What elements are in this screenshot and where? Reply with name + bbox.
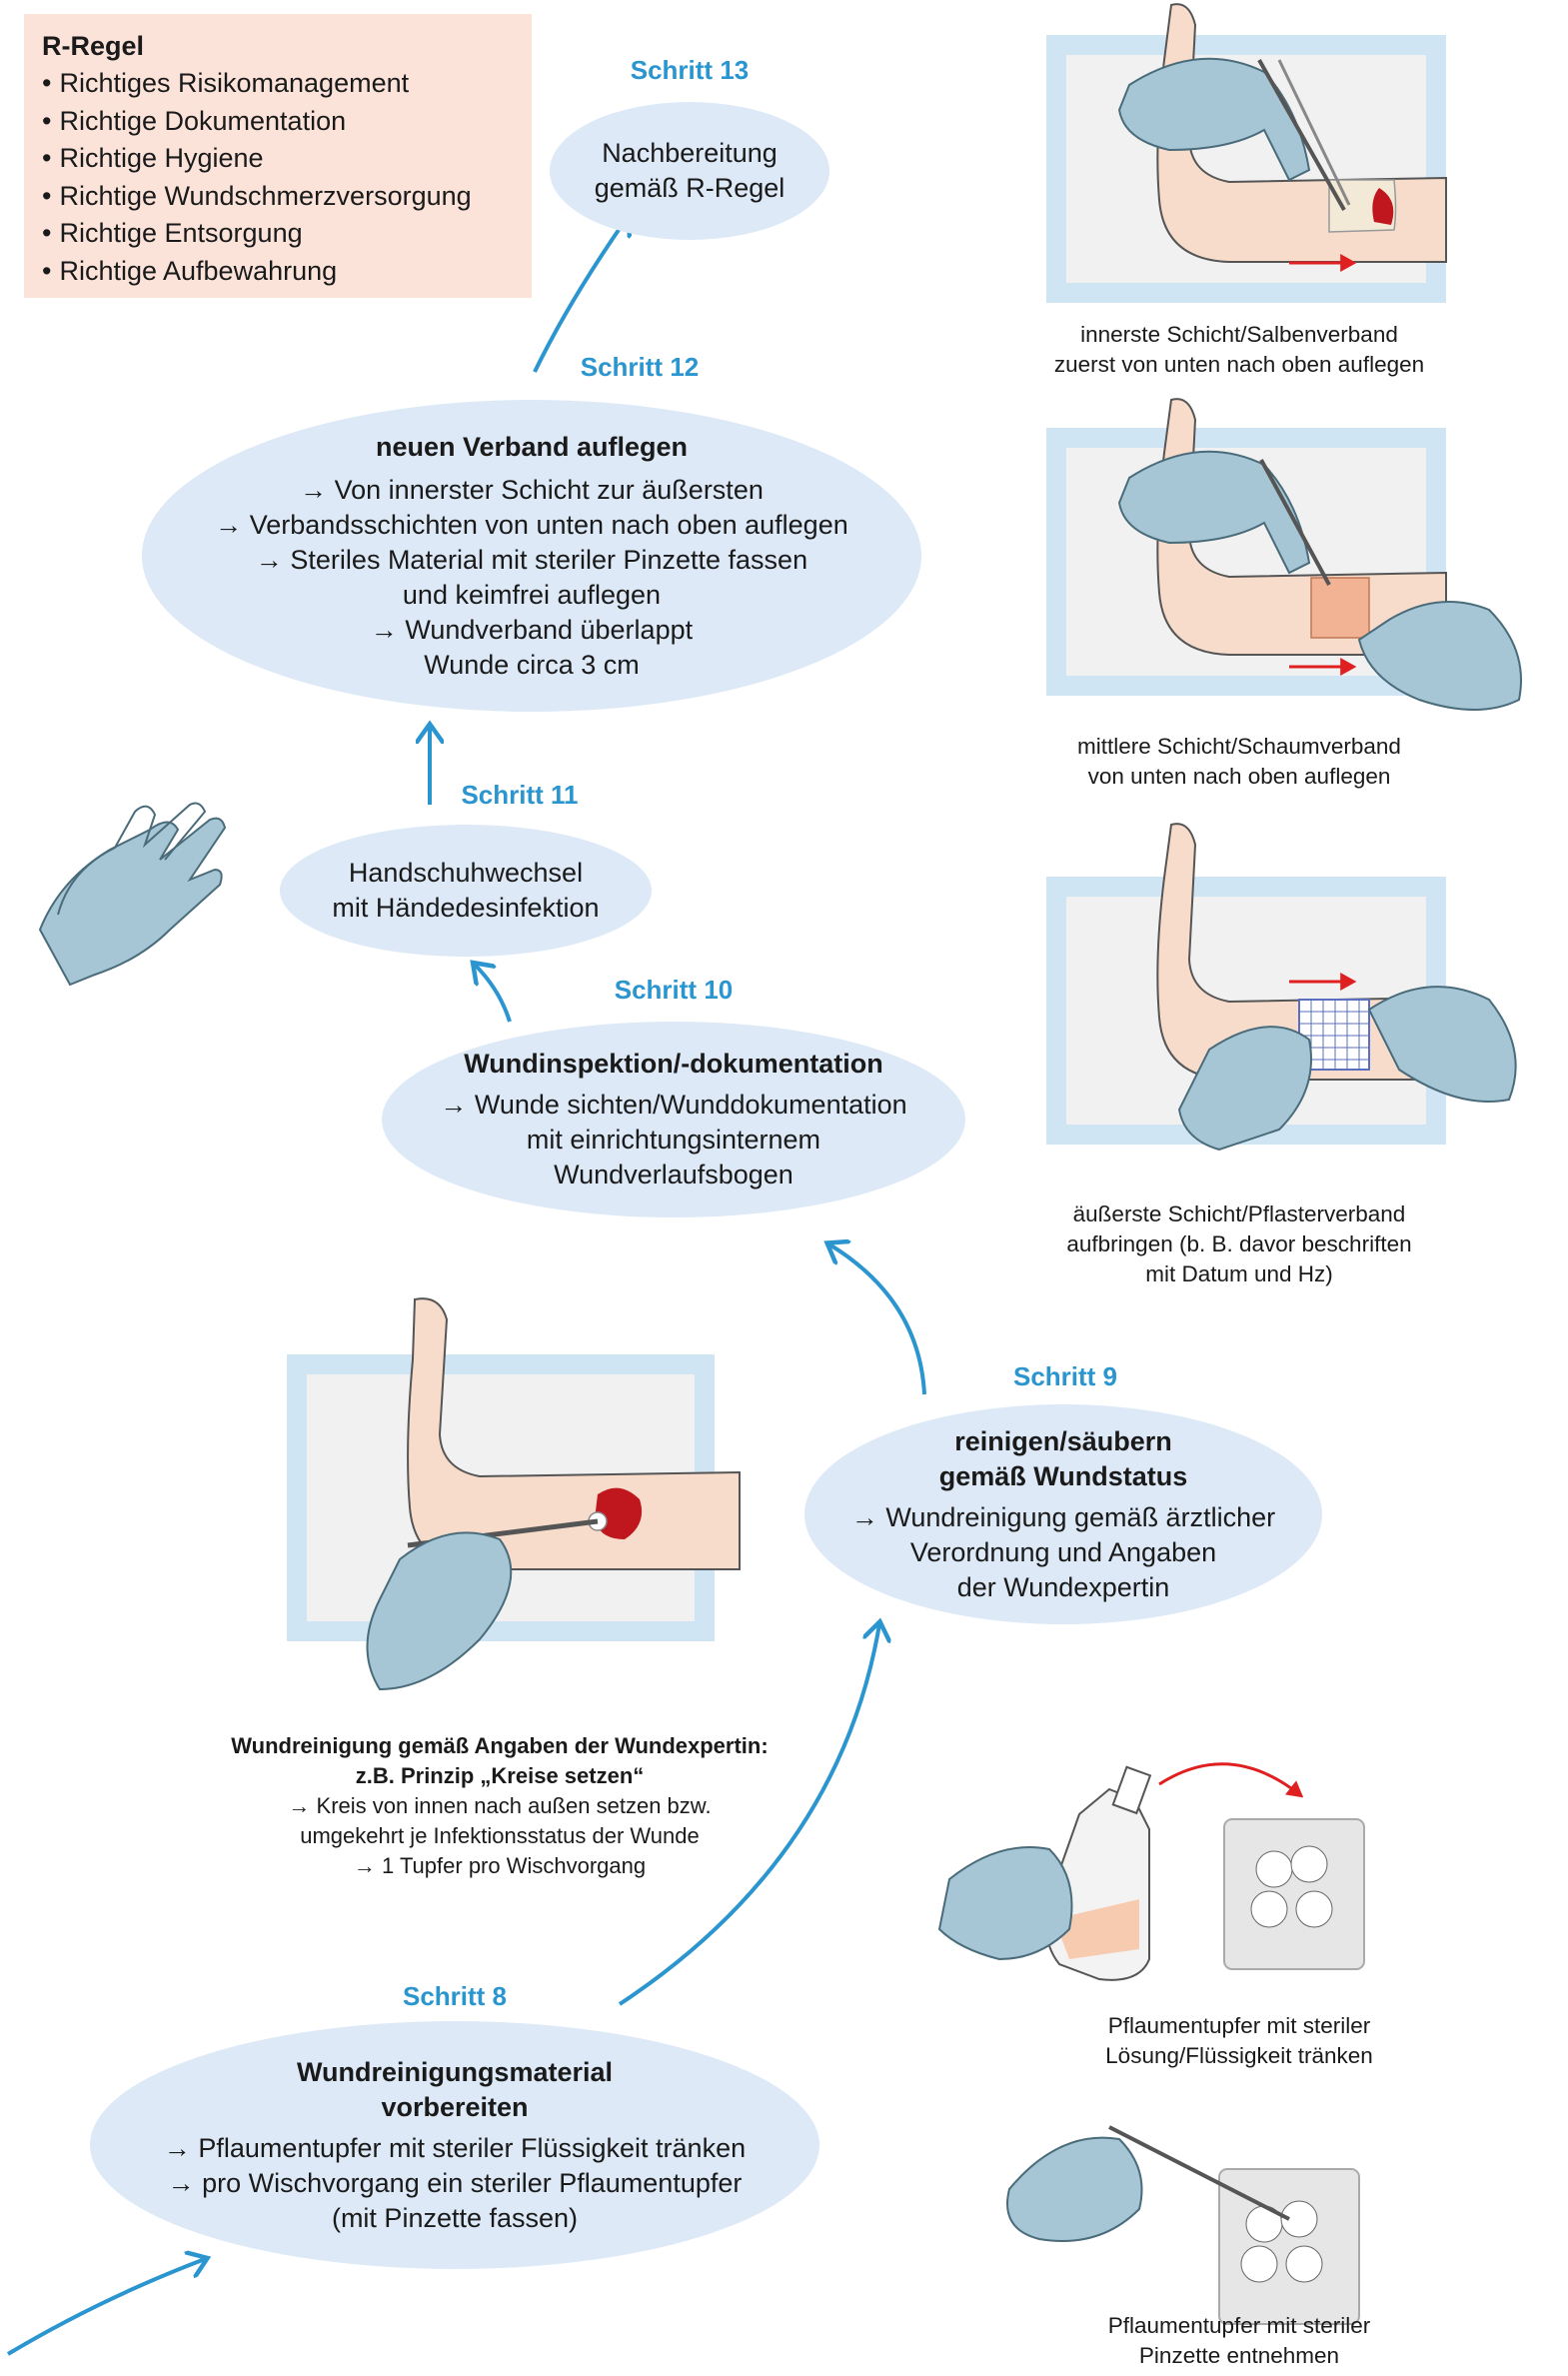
flow-arrow-start xyxy=(6,2259,205,2356)
caption-line: → 1 Tupfer pro Wischvorgang xyxy=(353,1853,647,1878)
caption-take-pad: Pflaumentupfer mit steriler Pinzette ent… xyxy=(999,2311,1479,2371)
step-9-label: Schritt 9 xyxy=(1012,1361,1118,1391)
caption-line: innerste Schicht/Salbenverband xyxy=(1080,322,1398,347)
r-regel-item: Richtige Aufbewahrung xyxy=(42,253,514,291)
step-12-label: Schritt 12 xyxy=(580,352,700,382)
flow-arrow-12-13 xyxy=(533,217,628,373)
step-8-line: → Pflaumentupfer mit steriler Flüssigkei… xyxy=(163,2132,747,2163)
caption-line: Lösung/Flüssigkeit tränken xyxy=(1105,2043,1373,2068)
illustration-soak-pads xyxy=(937,1762,1365,1981)
step-11-label: Schritt 11 xyxy=(461,780,579,810)
caption-line: äußerste Schicht/Pflasterverband xyxy=(1072,1201,1406,1226)
step-12-line: und keimfrei auflegen xyxy=(402,579,662,610)
step-9-ellipse: reinigen/säubern gemäß Wundstatus → Wund… xyxy=(804,1404,1322,1624)
caption-line: umgekehrt je Infektionsstatus der Wunde xyxy=(300,1823,700,1848)
step-12-line: → Wundverband überlappt xyxy=(370,614,694,645)
step-10-ellipse: Wundinspektion/-dokumentation → Wunde si… xyxy=(382,1022,965,1217)
step-10-line: → Wunde sichten/Wunddokumentation xyxy=(440,1090,907,1120)
step-12-ellipse: neuen Verband auflegen → Von innerster S… xyxy=(142,400,921,712)
step-8-title: vorbereiten xyxy=(381,2091,529,2122)
step-12-title: neuen Verband auflegen xyxy=(375,431,689,462)
r-regel-title: R-Regel xyxy=(42,31,145,61)
caption-outer-layer: äußerste Schicht/Pflasterverband aufbrin… xyxy=(999,1199,1479,1289)
caption-line: mittlere Schicht/Schaumverband xyxy=(1077,734,1401,759)
step-13-line: gemäß R-Regel xyxy=(594,173,785,203)
caption-line: Pflaumentupfer mit steriler xyxy=(1107,2013,1371,2038)
r-regel-item: Richtige Dokumentation xyxy=(42,103,514,141)
caption-middle-layer: mittlere Schicht/Schaumverband von unten… xyxy=(999,732,1479,792)
caption-line: Pinzette entnehmen xyxy=(1138,2343,1340,2368)
flow-arrow-8-9 xyxy=(618,1624,879,2006)
step-8-title: Wundreinigungsmaterial xyxy=(296,2056,614,2087)
r-regel-item: Richtige Wundschmerzversorgung xyxy=(42,178,514,216)
step-12-line: Wunde circa 3 cm xyxy=(424,649,640,680)
step-9-line: der Wundexpertin xyxy=(956,1571,1170,1602)
step-12-line: → Von innerster Schicht zur äußersten xyxy=(300,474,764,505)
illustration-wound-cleaning xyxy=(287,1297,741,1691)
caption-line: von unten nach oben auflegen xyxy=(1087,764,1391,789)
illustration-outer-layer xyxy=(1046,823,1517,1152)
step-8-line: → pro Wischvorgang ein steriler Pflaumen… xyxy=(167,2167,743,2198)
flow-arrow-9-10 xyxy=(829,1244,926,1395)
r-regel-box: R-Regel Richtiges Risikomanagement Richt… xyxy=(24,14,532,298)
step-10-line: mit einrichtungsinternem xyxy=(526,1125,821,1155)
step-9-title: reinigen/säubern xyxy=(954,1425,1172,1456)
caption-line-bold: Wundreinigung gemäß Angaben der Wundexpe… xyxy=(231,1733,769,1758)
step-10-label: Schritt 10 xyxy=(614,975,734,1005)
caption-line: mit Datum und Hz) xyxy=(1145,1261,1333,1286)
caption-line-bold: z.B. Prinzip „Kreise setzen“ xyxy=(355,1763,645,1788)
caption-line: → Kreis von innen nach außen setzen bzw. xyxy=(288,1793,712,1818)
step-10-line: Wundverlaufsbogen xyxy=(554,1160,793,1189)
caption-inner-layer: innerste Schicht/Salbenverband zuerst vo… xyxy=(999,320,1479,380)
step-8-line: (mit Pinzette fassen) xyxy=(331,2202,579,2233)
r-regel-list: Richtiges Risikomanagement Richtige Doku… xyxy=(42,65,514,290)
step-12-line: → Verbandsschichten von unten nach oben … xyxy=(215,509,848,540)
r-regel-item: Richtige Hygiene xyxy=(42,140,514,178)
step-11-line: mit Händedesinfektion xyxy=(332,893,600,923)
step-9-line: → Wundreinigung gemäß ärztlicher xyxy=(850,1501,1276,1532)
step-11-ellipse: Handschuhwechsel mit Händedesinfektion xyxy=(280,825,652,957)
r-regel-item: Richtige Entsorgung xyxy=(42,215,514,253)
caption-line: Pflaumentupfer mit steriler xyxy=(1107,2313,1371,2338)
step-13-line: Nachbereitung xyxy=(602,138,778,168)
illustration-take-pad xyxy=(1006,2125,1360,2325)
caption-line: zuerst von unten nach oben auflegen xyxy=(1053,352,1425,377)
step-11-line: Handschuhwechsel xyxy=(348,858,584,888)
step-10-title: Wundinspektion/-dokumentation xyxy=(464,1049,883,1079)
flow-arrow-10-11 xyxy=(475,965,512,1023)
caption-line: aufbringen (b. B. davor beschriften xyxy=(1066,1231,1412,1256)
r-regel-item: Richtiges Risikomanagement xyxy=(42,65,514,103)
illustration-middle-layer xyxy=(1046,398,1522,711)
step-8-ellipse: Wundreinigungsmaterial vorbereiten → Pfl… xyxy=(90,2021,819,2269)
illustration-inner-layer xyxy=(1046,3,1447,303)
step-13-ellipse: Nachbereitung gemäß R-Regel xyxy=(550,102,829,240)
step-9-line: Verordnung und Angaben xyxy=(909,1536,1217,1567)
caption-soak-pads: Pflaumentupfer mit steriler Lösung/Flüss… xyxy=(999,2011,1479,2071)
step-13-label: Schritt 13 xyxy=(630,55,750,85)
caption-wound-cleaning: Wundreinigung gemäß Angaben der Wundexpe… xyxy=(130,1731,869,1881)
step-9-title: gemäß Wundstatus xyxy=(938,1460,1188,1491)
step-8-label: Schritt 8 xyxy=(402,1981,508,2011)
step-12-line: → Steriles Material mit steriler Pinzett… xyxy=(255,544,808,575)
glove-icon xyxy=(38,802,227,987)
